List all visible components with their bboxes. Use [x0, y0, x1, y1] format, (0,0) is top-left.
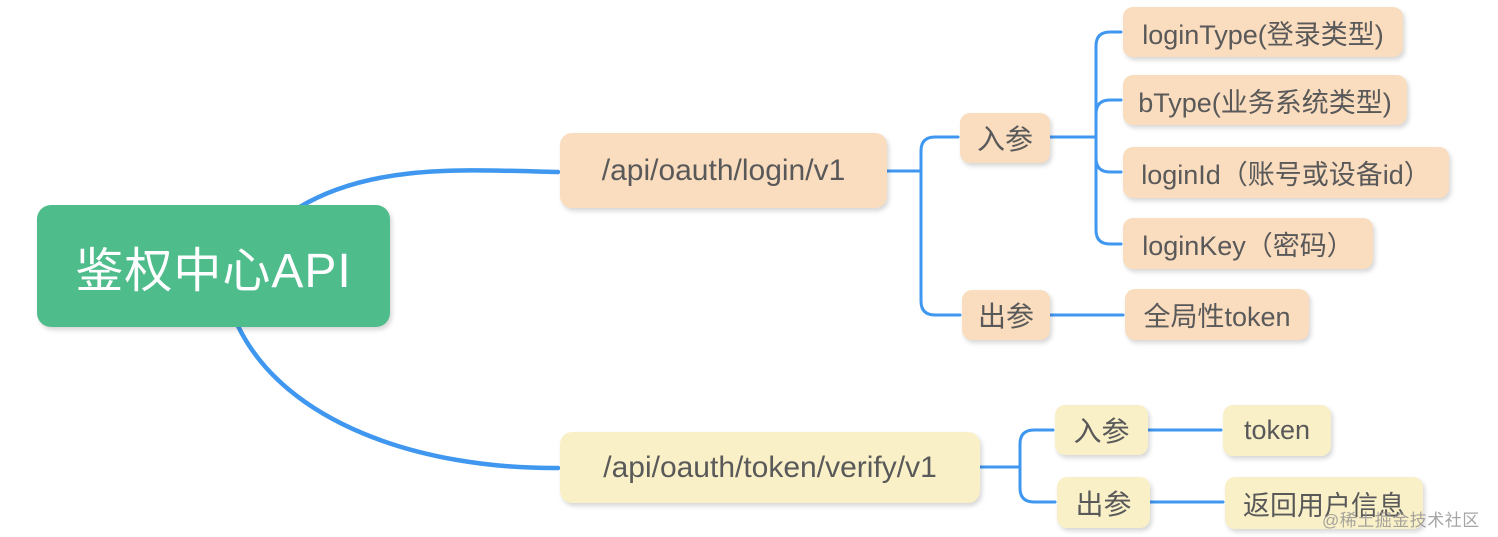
leaf-node-loginid[interactable]: loginId（账号或设备id）: [1123, 147, 1449, 198]
group-node-login-input[interactable]: 入参: [960, 113, 1050, 163]
connector-in1-loginid: [1094, 135, 1123, 174]
branch-node-login-api[interactable]: /api/oauth/login/v1: [560, 133, 887, 208]
leaf-node-loginkey[interactable]: loginKey（密码）: [1123, 218, 1373, 269]
leaf-node-logintype[interactable]: loginType(登录类型): [1123, 7, 1403, 57]
connector-login-in: [919, 135, 960, 173]
group-node-verify-output[interactable]: 出参: [1057, 477, 1150, 528]
connector-root-verify: [235, 323, 561, 471]
leaf-node-global-token[interactable]: 全局性token: [1125, 289, 1309, 340]
branch-node-verify-api[interactable]: /api/oauth/token/verify/v1: [560, 432, 980, 503]
connector-verify-out: [1018, 465, 1057, 504]
group-node-verify-input[interactable]: 入参: [1055, 405, 1148, 455]
leaf-node-token[interactable]: token: [1223, 405, 1331, 456]
connector-in1-loginkey: [1094, 135, 1123, 246]
group-node-login-output[interactable]: 出参: [962, 290, 1050, 340]
connector-in1-btype: [1094, 98, 1123, 139]
connector-root-login: [295, 168, 561, 211]
connector-verify-in: [1018, 428, 1055, 469]
watermark: @稀土掘金技术社区: [1322, 511, 1480, 530]
root-node-auth-center[interactable]: 鉴权中心API: [37, 205, 390, 327]
leaf-node-btype[interactable]: bType(业务系统类型): [1123, 75, 1407, 125]
leaf-node-user-info[interactable]: 返回用户信息: [1225, 477, 1423, 529]
connector-login-out: [919, 169, 962, 317]
connector-in1-logintype: [1094, 30, 1123, 139]
